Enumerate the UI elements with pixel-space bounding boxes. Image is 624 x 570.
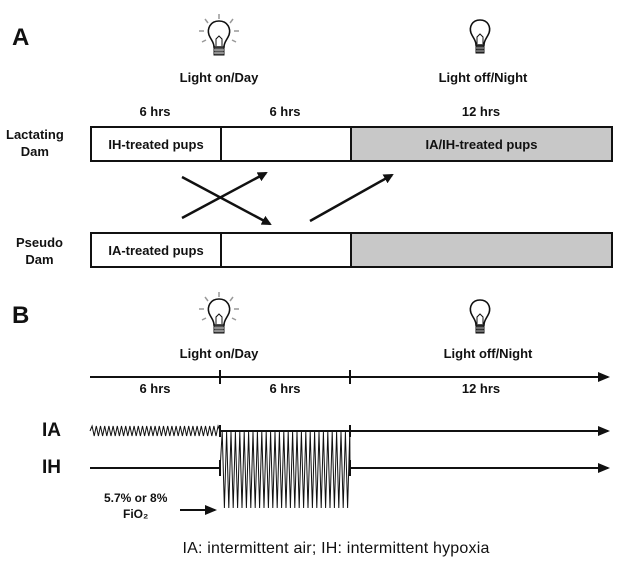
duration-label-a-2: 6 hrs: [269, 104, 301, 119]
duration-label-b-3: 12 hrs: [461, 381, 501, 396]
ih-oscillation: [219, 431, 351, 509]
fio2-annotation: 5.7% or 8% FiO₂: [104, 490, 167, 522]
fio2-annotation-line2: FiO₂: [123, 507, 149, 521]
row-label-lactating-line2: Dam: [20, 144, 49, 159]
footer-legend: IA: intermittent air; IH: intermittent h…: [182, 540, 490, 557]
fio2-annotation-line1: 5.7% or 8%: [104, 491, 168, 505]
row-label-pseudo-line1: Pseudo: [16, 235, 63, 250]
duration-label-b-2: 6 hrs: [269, 381, 301, 396]
pseudo-box-ia-pups-text: IA-treated pups: [108, 242, 204, 258]
lightbulb-off-icon: [469, 19, 491, 54]
light-on-label-b: Light on/Day: [179, 346, 259, 361]
panel-a-label: A: [12, 24, 30, 51]
light-off-label-a: Light off/Night: [438, 70, 528, 85]
ia-oscillation: [89, 424, 221, 437]
arrow-pseudo-to-lactating: [181, 171, 268, 220]
arrow-lactating-to-pseudo: [181, 175, 272, 226]
transfer-arrows: [181, 171, 394, 226]
lactating-box-ih-pups-text: IH-treated pups: [108, 136, 204, 152]
timeline-diagram: [89, 370, 610, 515]
row-label-lactating-line1: Lactating: [6, 127, 64, 142]
series-label-ih: IH: [42, 457, 61, 478]
duration-label-a-1: 6 hrs: [139, 104, 171, 119]
row-label-pseudo: Pseudo Dam: [16, 234, 63, 268]
row-label-pseudo-line2: Dam: [25, 252, 54, 267]
series-label-ia: IA: [42, 420, 61, 441]
pseudo-box-night: [350, 232, 613, 268]
row-label-lactating: Lactating Dam: [6, 126, 64, 160]
lactating-box-night-text: IA/IH-treated pups: [425, 136, 538, 152]
duration-label-b-1: 6 hrs: [139, 381, 171, 396]
panel-b-label: B: [12, 302, 30, 329]
light-off-label-b: Light off/Night: [443, 346, 533, 361]
pseudo-box-ia-pups: IA-treated pups: [90, 232, 222, 268]
lightbulb-on-icon: [199, 14, 239, 56]
lactating-box-empty: [220, 126, 352, 162]
lactating-box-night: IA/IH-treated pups: [350, 126, 613, 162]
lightbulb-off-icon: [469, 299, 491, 334]
lightbulb-on-icon: [199, 292, 239, 334]
light-on-label-a: Light on/Day: [179, 70, 259, 85]
arrow-return-to-lactating: [309, 173, 394, 223]
lactating-box-ih-pups: IH-treated pups: [90, 126, 222, 162]
duration-label-a-3: 12 hrs: [461, 104, 501, 119]
